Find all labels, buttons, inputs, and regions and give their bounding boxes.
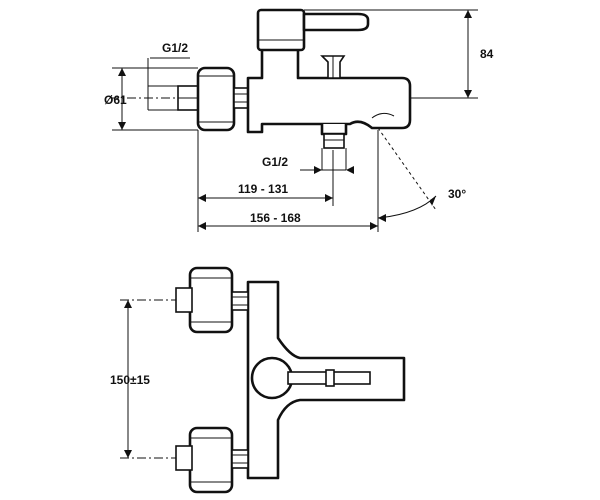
side-view: G1/2 Ø61 84 G1/2 119 - 131 156 - 168 30° (104, 8, 494, 232)
thread-left-label: G1/2 (162, 41, 188, 55)
lever-handle (302, 12, 370, 32)
diameter-label: Ø61 (104, 93, 127, 107)
span-long-label: 156 - 168 (250, 211, 301, 225)
height-label: 84 (480, 47, 494, 61)
lower-nut (231, 449, 249, 469)
connector-nut (233, 87, 249, 109)
upper-inlet (175, 287, 193, 313)
hose-nut (323, 133, 345, 149)
hose-outlet (320, 124, 348, 136)
front-view: 150±15 (110, 266, 406, 494)
wall-flange (196, 66, 236, 132)
span-short-label: 119 - 131 (238, 182, 288, 196)
mixer-body (246, 46, 412, 134)
upper-nut (231, 291, 249, 311)
cartridge-housing (256, 8, 306, 52)
angle-arc (377, 195, 437, 219)
angle-label: 30° (448, 187, 466, 201)
spray-angle-line (377, 127, 437, 211)
thread-bottom-label: G1/2 (262, 155, 288, 169)
cartridge-circle (250, 356, 294, 400)
lower-inlet (175, 445, 193, 471)
centers-label: 150±15 (110, 373, 150, 387)
